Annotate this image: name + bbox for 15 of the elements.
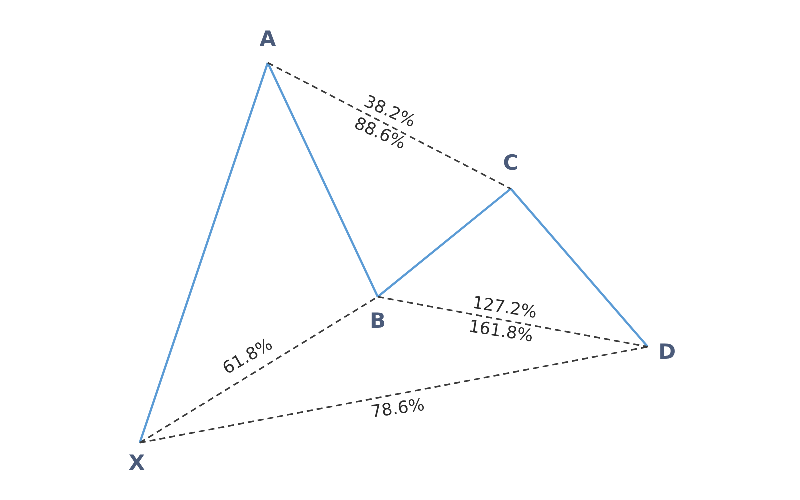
point-label: C [500, 152, 522, 189]
point-label: D [648, 340, 676, 364]
ratio-label: 78.6% [370, 394, 426, 425]
point-label: X [128, 443, 146, 474]
pattern-line [138, 62, 270, 444]
point-label: A [258, 28, 278, 63]
ratio-label: 127.2% 161.8% [466, 292, 540, 349]
dashed-line [378, 296, 648, 348]
point-label: B [369, 297, 387, 332]
dashed-line [268, 62, 512, 190]
dashed-line [140, 346, 648, 444]
pattern-line [510, 188, 649, 348]
pattern-line [377, 188, 512, 298]
pattern-line [267, 62, 379, 298]
dashed-line [140, 296, 378, 444]
